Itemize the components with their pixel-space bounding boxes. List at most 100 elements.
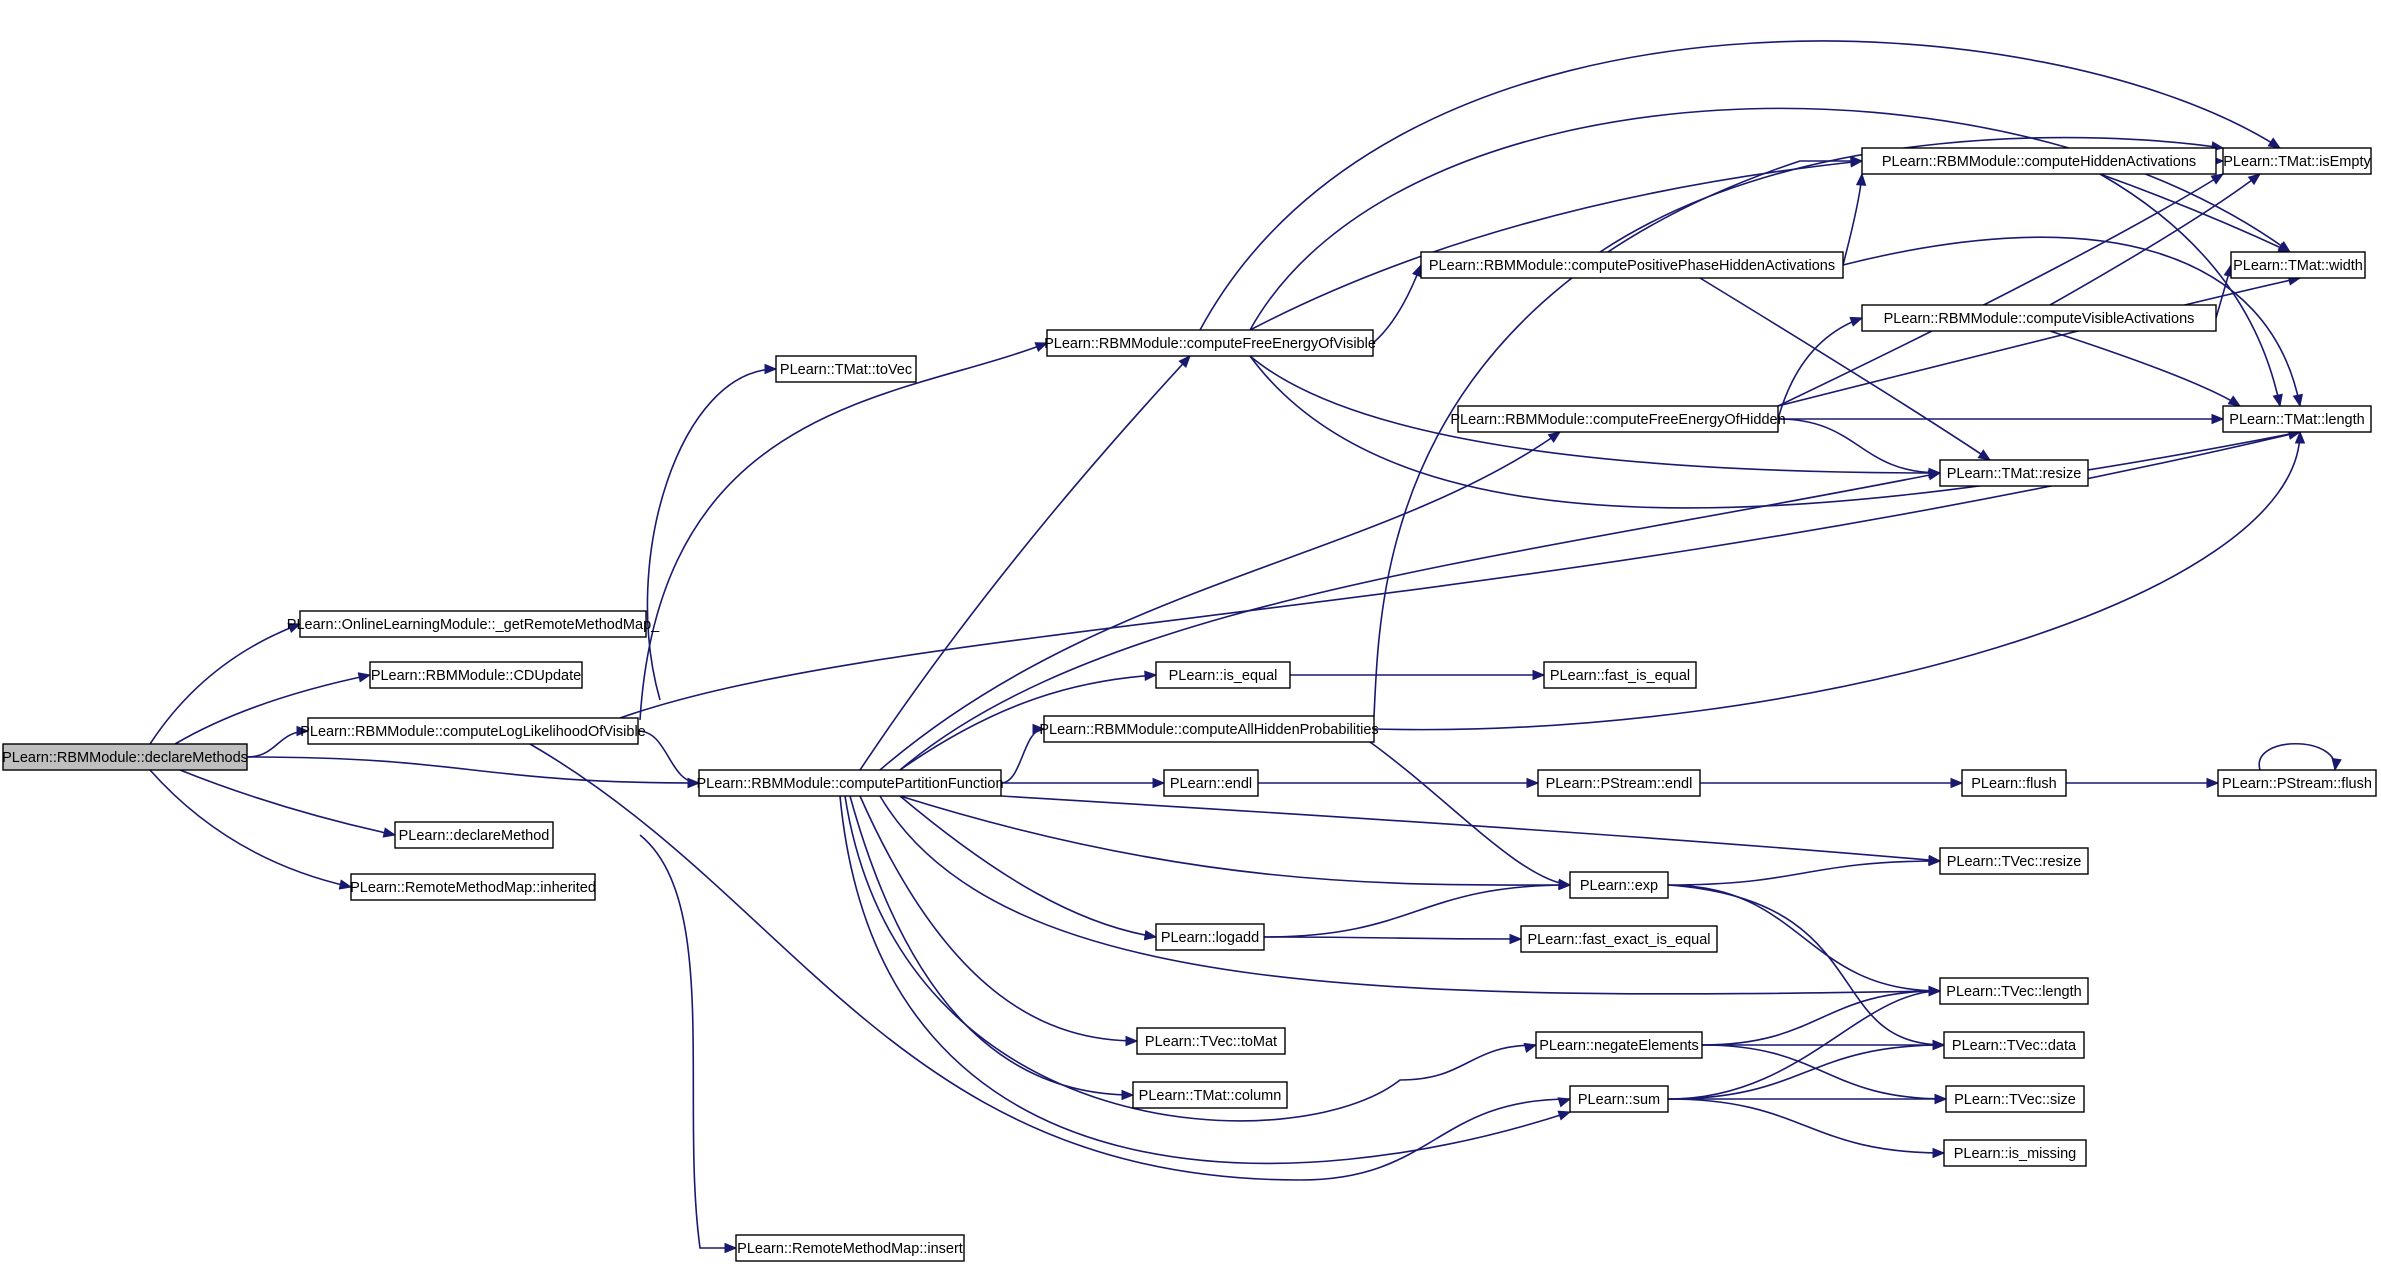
node-to-vec[interactable]: PLearn::TMat::toVec (775, 355, 917, 383)
node-box[interactable] (1046, 329, 1374, 357)
node-box[interactable] (1569, 1085, 1669, 1113)
node-cdupdate[interactable]: PLearn::RBMModule::CDUpdate (369, 661, 583, 689)
edge-compute-free-energy-of-visible-to-tmat-width (1249, 107, 2292, 331)
node-box[interactable] (1132, 1081, 1288, 1109)
node-declare-method[interactable]: PLearn::declareMethod (394, 821, 554, 849)
node-box[interactable] (1163, 769, 1259, 797)
edge-compute-partition-function-to-logadd (899, 795, 1158, 941)
arrowhead-icon (1557, 1110, 1572, 1121)
node-box[interactable] (1939, 847, 2089, 875)
node-compute-all-hidden-probabilities[interactable]: PLearn::RBMModule::computeAllHiddenProba… (1039, 715, 1379, 743)
node-negate-elements[interactable]: PLearn::negateElements (1535, 1031, 1703, 1059)
node-pstream-flush[interactable]: PLearn::PStream::flush (2217, 769, 2377, 797)
edge-flush-to-pstream-flush (2065, 777, 2220, 789)
node-get-remote-method-map[interactable]: PLearn::OnlineLearningModule::_getRemote… (287, 610, 660, 638)
node-box[interactable] (1043, 715, 1375, 743)
edge-negate-elements-to-tvec-length (1701, 985, 1942, 1046)
node-tvec-to-mat[interactable]: PLearn::TVec::toMat (1136, 1027, 1286, 1055)
node-box[interactable] (1961, 769, 2067, 797)
node-label: PLearn::RBMModule::computeVisibleActivat… (1884, 311, 2195, 327)
node-inherited[interactable]: PLearn::RemoteMethodMap::inherited (350, 873, 596, 901)
node-label: PLearn::fast_is_equal (1550, 668, 1690, 684)
node-box[interactable] (307, 717, 639, 745)
node-tmat-length[interactable]: PLearn::TMat::length (2222, 405, 2372, 433)
node-tvec-resize[interactable]: PLearn::TVec::resize (1939, 847, 2089, 875)
node-compute-free-energy-of-hidden[interactable]: PLearn::RBMModule::computeFreeEnergyOfHi… (1450, 405, 1786, 433)
node-endl[interactable]: PLearn::endl (1163, 769, 1259, 797)
node-box[interactable] (1861, 147, 2217, 175)
node-tmat-resize[interactable]: PLearn::TMat::resize (1939, 459, 2089, 487)
arrowhead-icon (1034, 342, 1049, 353)
node-compute-visible-activations[interactable]: PLearn::RBMModule::computeVisibleActivat… (1861, 304, 2217, 332)
node-box[interactable] (369, 661, 583, 689)
node-box[interactable] (735, 1234, 965, 1262)
node-box[interactable] (1155, 923, 1265, 951)
edge-is-equal-to-fast-is-equal (1289, 669, 1546, 681)
arrowhead-icon (2294, 430, 2306, 444)
arrowhead-icon (2272, 393, 2283, 408)
node-box[interactable] (1535, 1031, 1703, 1059)
node-box[interactable] (1136, 1027, 1286, 1055)
node-box[interactable] (2222, 405, 2372, 433)
edge-negate-elements-to-tvec-size (1701, 1044, 1948, 1105)
node-flush[interactable]: PLearn::flush (1961, 769, 2067, 797)
node-compute-partition-function[interactable]: PLearn::RBMModule::computePartitionFunct… (696, 769, 1004, 797)
node-fast-is-equal[interactable]: PLearn::fast_is_equal (1543, 661, 1697, 689)
node-box[interactable] (2, 743, 248, 771)
arrowhead-icon (1934, 1093, 1948, 1105)
node-is-equal[interactable]: PLearn::is_equal (1155, 661, 1291, 689)
arrowhead-icon (2267, 137, 2282, 149)
arrowhead-icon (1152, 777, 1166, 789)
edge-line (1842, 173, 1863, 266)
node-box[interactable] (1537, 769, 1701, 797)
node-box[interactable] (2230, 251, 2366, 279)
node-compute-positive-phase-hidden-activations[interactable]: PLearn::RBMModule::computePositivePhaseH… (1420, 251, 1844, 279)
node-label: PLearn::endl (1170, 776, 1252, 792)
node-box[interactable] (698, 769, 1002, 797)
node-label: PLearn::RBMModule::computeFreeEnergyOfVi… (1044, 336, 1376, 352)
edge-line (1699, 277, 1991, 461)
node-compute-log-likelihood-of-visible[interactable]: PLearn::RBMModule::computeLogLikelihoodO… (300, 717, 646, 745)
node-box[interactable] (1943, 1139, 2087, 1167)
arrowhead-icon (1125, 1035, 1139, 1047)
node-box[interactable] (1943, 1031, 2085, 1059)
node-tmat-is-empty[interactable]: PLearn::TMat::isEmpty (2222, 147, 2372, 175)
node-box[interactable] (1543, 661, 1697, 689)
node-declare-methods[interactable]: PLearn::RBMModule::declareMethods (2, 743, 248, 771)
node-insert[interactable]: PLearn::RemoteMethodMap::insert (735, 1234, 965, 1262)
node-fast-exact-is-equal[interactable]: PLearn::fast_exact_is_equal (1520, 925, 1718, 953)
node-box[interactable] (1939, 977, 2089, 1005)
call-graph-nodes: PLearn::RBMModule::declareMethodsPLearn:… (2, 147, 2377, 1262)
node-tmat-column[interactable]: PLearn::TMat::column (1132, 1081, 1288, 1109)
node-box[interactable] (1155, 661, 1291, 689)
node-box[interactable] (350, 873, 596, 901)
edge-line (1777, 317, 1863, 420)
node-box[interactable] (299, 610, 647, 638)
node-pstream-endl[interactable]: PLearn::PStream::endl (1537, 769, 1701, 797)
node-compute-free-energy-of-visible[interactable]: PLearn::RBMModule::computeFreeEnergyOfVi… (1044, 329, 1376, 357)
node-logadd[interactable]: PLearn::logadd (1155, 923, 1265, 951)
node-box[interactable] (2217, 769, 2377, 797)
node-tvec-length[interactable]: PLearn::TVec::length (1939, 977, 2089, 1005)
node-label: PLearn::RBMModule::computeLogLikelihoodO… (300, 724, 646, 740)
node-tmat-width[interactable]: PLearn::TMat::width (2230, 251, 2366, 279)
node-box[interactable] (394, 821, 554, 849)
node-tvec-data[interactable]: PLearn::TVec::data (1943, 1031, 2085, 1059)
edge-line (2099, 173, 2281, 407)
node-box[interactable] (1945, 1085, 2085, 1113)
node-exp[interactable]: PLearn::exp (1569, 871, 1669, 899)
edge-line (1369, 741, 1571, 886)
node-box[interactable] (1569, 871, 1669, 899)
node-box[interactable] (1939, 459, 2089, 487)
node-compute-hidden-activations[interactable]: PLearn::RBMModule::computeHiddenActivati… (1861, 147, 2217, 175)
node-sum[interactable]: PLearn::sum (1569, 1085, 1669, 1113)
node-box[interactable] (1861, 304, 2217, 332)
node-box[interactable] (775, 355, 917, 383)
node-box[interactable] (1420, 251, 1844, 279)
node-tvec-size[interactable]: PLearn::TVec::size (1945, 1085, 2085, 1113)
node-box[interactable] (1457, 405, 1779, 433)
node-is-missing[interactable]: PLearn::is_missing (1943, 1139, 2087, 1167)
node-box[interactable] (2222, 147, 2372, 175)
arrowhead-icon (2292, 393, 2303, 408)
node-box[interactable] (1520, 925, 1718, 953)
